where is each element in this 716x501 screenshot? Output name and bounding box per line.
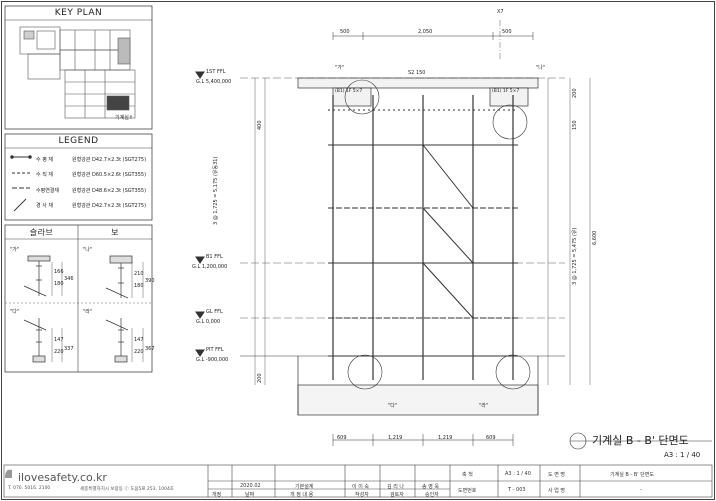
company-phone: T. 070. 5016. 2100 [8, 486, 51, 491]
slab-upper-total: 346 [64, 276, 74, 282]
detail-panel [4, 224, 153, 373]
plan-label: 기본설계 [295, 484, 314, 490]
legend-panel [4, 133, 153, 221]
beam-detail-title: 보 [111, 228, 119, 237]
designer-role: 작성자 [355, 492, 369, 498]
right-small-dim: 150 [572, 120, 578, 130]
level-1st-name: 1ST FFL [206, 69, 226, 75]
key-plan-panel [4, 5, 153, 130]
callout-ra: "라" [479, 403, 489, 409]
key-plan-mark-label: 기계실↑ [115, 115, 133, 121]
date-label: 날짜 [245, 492, 255, 498]
scale-value: A3 : 1 / 40 [505, 471, 531, 477]
scale-label: 축 척 [462, 472, 473, 478]
level-b1-name: B1 FFL [206, 254, 223, 260]
checker-role: 검토자 [390, 492, 404, 498]
designer-name: 이 이 숙 [352, 484, 369, 490]
checker-name: 김 리 나 [387, 484, 404, 490]
callout-da: "다" [388, 403, 398, 409]
level-gl-gl: G.L 0,000 [196, 319, 221, 325]
slab-detail-title: 슬라브 [29, 228, 54, 237]
approver-name: 송 영 욱 [422, 484, 439, 490]
slab-lower-total: 337 [64, 346, 74, 352]
drawing-name-value: 기계실 B - B' 단면도 [610, 472, 654, 478]
beam-right-label: (B1) 1F 5×7 [492, 89, 520, 94]
level-1st-gl: G.L 5,400,000 [196, 79, 232, 85]
plan-content: 개 정 내 용 [290, 492, 314, 498]
right-top-dim: 200 [572, 88, 578, 98]
section-drawing [195, 20, 712, 450]
level-pit-gl: G.L -900,000 [196, 357, 229, 363]
revision-col: 개정 [212, 492, 222, 498]
bottom-dim-3: 1,219 [438, 435, 453, 441]
date-value: 2020.02 [240, 483, 261, 489]
grid-mark: X7 [497, 9, 504, 15]
level-b1-gl: G.L 1,200,000 [192, 264, 228, 270]
top-dim-center: 2,050 [418, 29, 433, 35]
top-dim-left: 500 [340, 29, 350, 35]
legend-title: LEGEND [58, 136, 99, 146]
beam-upper-total: 390 [145, 278, 155, 284]
drawing-scale: A3 : 1 / 40 [664, 451, 701, 459]
company-site: ilovesafety.co.kr [18, 471, 107, 484]
callout-ga: "가" [335, 65, 345, 71]
detail-drawings [23, 255, 144, 363]
left-dim-text: 3 @ 1,725 = 5,175 (유동31) [213, 156, 219, 225]
bottom-dim-4: 609 [486, 435, 496, 441]
bottom-small-dim: 200 [257, 373, 263, 383]
legend-symbols [10, 155, 32, 212]
callout-na: "나" [536, 65, 546, 71]
level-gl-name: GL FFL [206, 309, 223, 315]
right-dim-text: 3 @ 1,725 = 5,475 (유) [572, 227, 578, 285]
detail-tag-ga: "가" [10, 247, 20, 253]
right-total-dim: 6,600 [592, 230, 598, 245]
detail-tag-da: "다" [10, 309, 20, 315]
drawing-name-label: 도 면 명 [548, 472, 565, 478]
beam-lower-total: 367 [145, 346, 155, 352]
bottom-dim-1: 609 [337, 435, 347, 441]
company-address: 세종특별자치시 보람동 ⓒ 도움5로 253, 1004호 [80, 487, 174, 492]
key-plan-title: KEY PLAN [54, 8, 103, 18]
beam-left-label: (B1) 1F 5×7 [335, 89, 363, 94]
level-pit-name: PIT FFL [206, 347, 224, 353]
approver-role: 승인자 [425, 492, 439, 498]
key-plan-drawing [19, 26, 136, 119]
project-value: - [640, 487, 642, 493]
title-block [3, 464, 713, 498]
project-label: 사 업 명 [548, 488, 565, 494]
drawing-title: 기계실 B - B' 단면도 [592, 434, 689, 447]
detail-tag-na: "나" [83, 247, 93, 253]
drawing-no-value: T - 003 [508, 487, 526, 493]
slab-label: S2 150 [408, 70, 426, 76]
top-dim-right: 500 [502, 29, 512, 35]
bottom-dim-2: 1,219 [388, 435, 403, 441]
left-small-dim: 400 [257, 120, 263, 130]
detail-tag-ra: "라" [83, 309, 93, 315]
drawing-no-label: 도면번호 [458, 488, 477, 494]
